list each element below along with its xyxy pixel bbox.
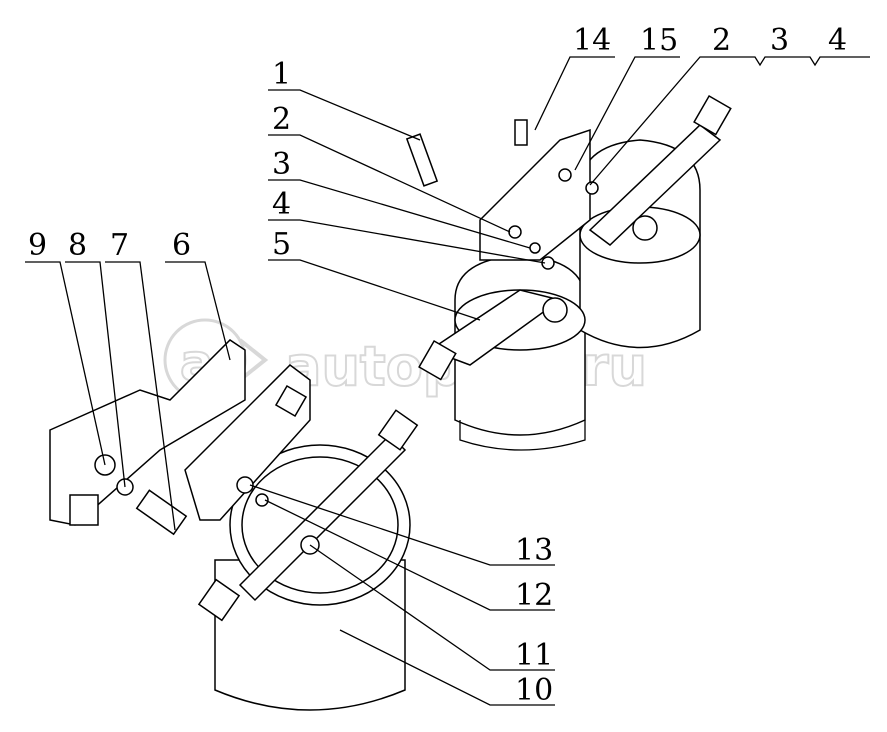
callout-4: 4 <box>272 187 291 222</box>
callout-1: 1 <box>272 57 291 92</box>
callout-15: 15 <box>640 23 678 58</box>
callout-11: 11 <box>515 638 553 673</box>
callout-7: 7 <box>110 228 129 263</box>
callout-3: 3 <box>272 147 291 182</box>
single-filter-assembly <box>49 339 419 711</box>
callout-5: 5 <box>272 227 291 262</box>
callout-9: 9 <box>28 228 47 263</box>
callout-2: 2 <box>272 102 291 137</box>
twin-filter-assembly <box>405 94 732 451</box>
callout-6: 6 <box>172 228 191 263</box>
callout-10: 10 <box>515 673 553 708</box>
callout-8: 8 <box>68 228 87 263</box>
callout-2-top: 2 <box>712 23 731 58</box>
callout-4-top: 4 <box>828 23 847 58</box>
callout-14: 14 <box>573 23 611 58</box>
callout-12: 12 <box>515 578 553 613</box>
callout-13: 13 <box>515 533 553 568</box>
callout-3-top: 3 <box>770 23 789 58</box>
leader-lines <box>25 56 870 706</box>
